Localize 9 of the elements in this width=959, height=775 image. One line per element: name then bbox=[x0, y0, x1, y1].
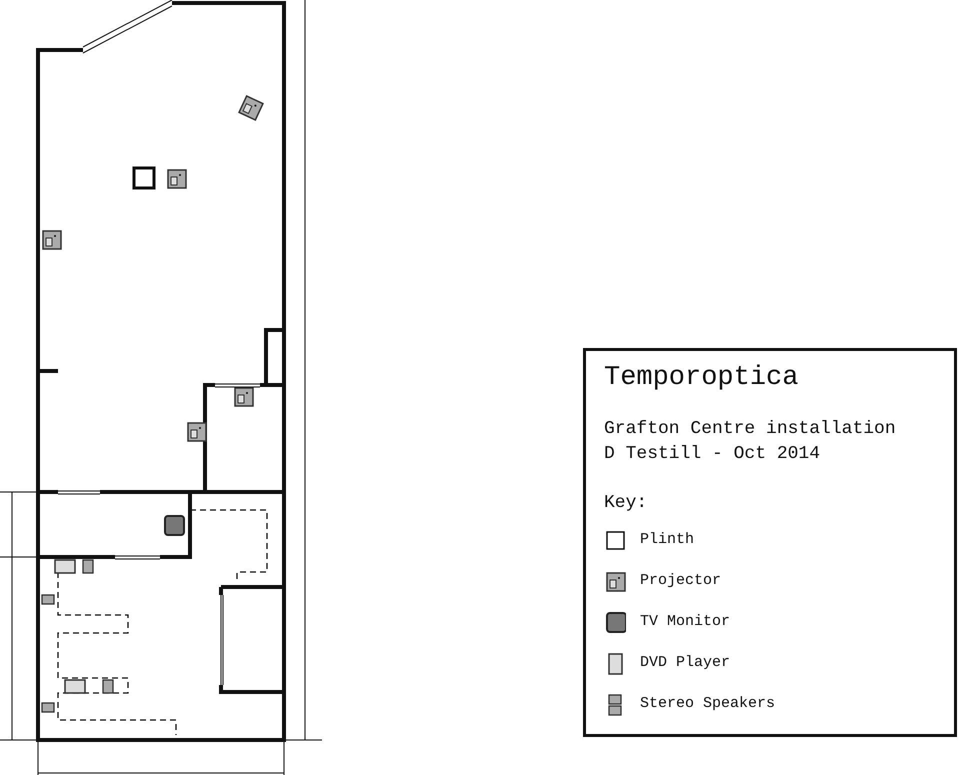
subtitle: D Testill - Oct 2014 bbox=[604, 444, 820, 464]
legend-label: TV Monitor bbox=[640, 613, 730, 630]
legend-label: Plinth bbox=[640, 531, 694, 548]
legend-label: Stereo Speakers bbox=[640, 695, 776, 712]
key-heading: Key: bbox=[604, 493, 648, 513]
legend-label: DVD Player bbox=[640, 654, 730, 671]
legend-label: Projector bbox=[640, 572, 722, 589]
subtitle: Grafton Centre installation bbox=[604, 419, 896, 439]
title: Temporoptica bbox=[604, 363, 798, 393]
